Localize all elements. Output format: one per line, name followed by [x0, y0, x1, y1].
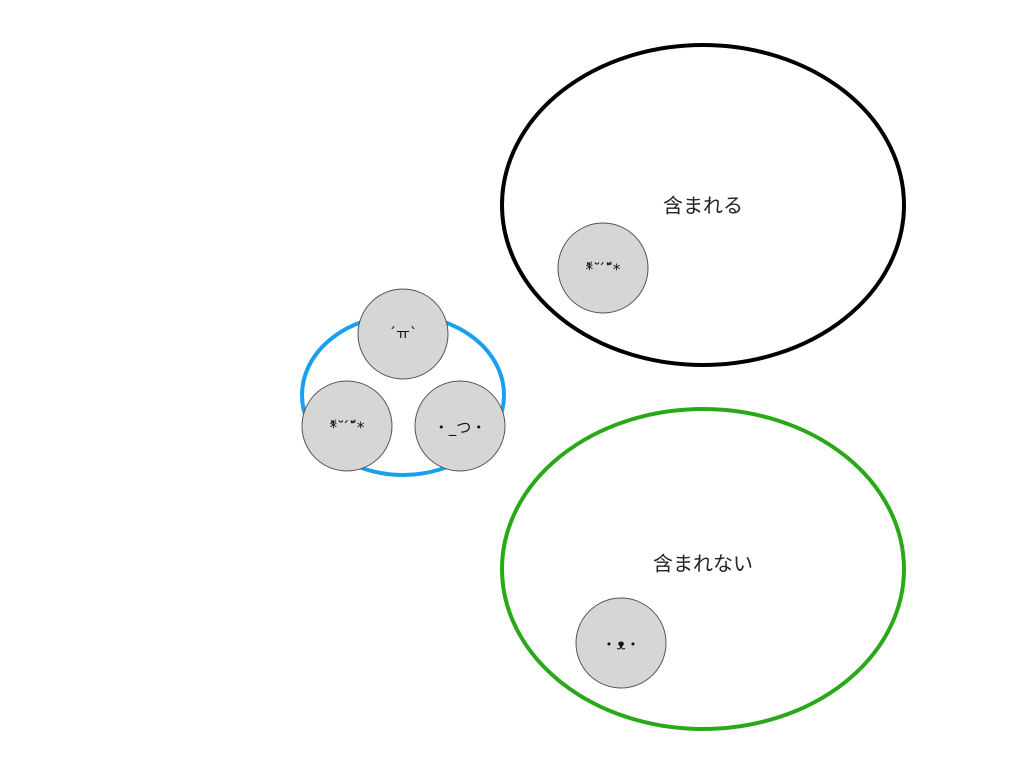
- included-face: *ّ˘̀ ˘ّ́*: [557, 222, 649, 314]
- group-face-top-emoticon: ´ㅠ`: [389, 325, 418, 343]
- group-face-top-circle: [357, 288, 449, 380]
- included-face-emoticon: *ّ˘̀ ˘ّ́*: [586, 261, 621, 279]
- excluded-region-label: 含まれない: [653, 552, 753, 576]
- group-face-left-circle: [301, 380, 393, 472]
- excluded-face-emoticon: ・ᴥ・: [601, 636, 640, 654]
- group-face-left: *ّ˘̀ ˘ّ́*: [301, 380, 393, 472]
- face-group: ´ㅠ` *ّ˘̀ ˘ّ́* ・_つ・: [300, 288, 506, 477]
- excluded-face-circle: [575, 597, 667, 689]
- group-face-right-circle: [414, 380, 506, 472]
- excluded-region: 含まれない ・ᴥ・: [500, 407, 906, 731]
- group-face-top: ´ㅠ`: [357, 288, 449, 380]
- excluded-region-outline: [500, 407, 906, 731]
- included-region-outline: [500, 43, 906, 367]
- included-face-circle: [557, 222, 649, 314]
- group-face-left-emoticon: *ّ˘̀ ˘ّ́*: [330, 419, 365, 437]
- included-region-label: 含まれる: [663, 194, 743, 218]
- excluded-face: ・ᴥ・: [575, 597, 667, 689]
- included-region: 含まれる *ّ˘̀ ˘ّ́*: [500, 43, 906, 367]
- group-face-right: ・_つ・: [414, 380, 506, 472]
- group-face-right-emoticon: ・_つ・: [434, 419, 487, 438]
